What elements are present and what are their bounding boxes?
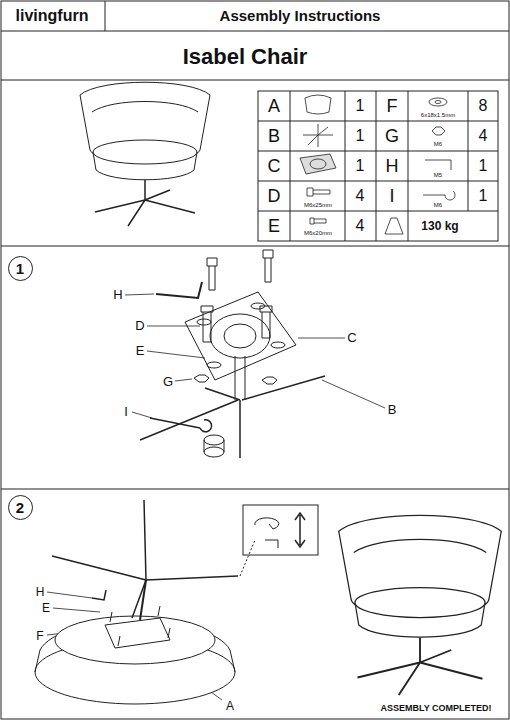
part-label: 1 <box>479 188 488 205</box>
part-label: A <box>268 97 280 116</box>
parts-table <box>258 91 498 241</box>
table-icons <box>300 95 455 234</box>
leader-lines <box>47 294 385 700</box>
part-label: 130 kg <box>421 220 458 233</box>
part-label: 1 <box>356 128 365 145</box>
part-label: E <box>136 344 145 358</box>
part-label: G <box>163 375 173 389</box>
part-label: ASSEMBLY COMPLETED! <box>380 704 491 713</box>
part-label: G <box>385 127 399 146</box>
part-label: M6x25mm <box>304 202 332 208</box>
part-label: A <box>226 700 234 713</box>
part-label: H <box>36 586 45 599</box>
part-label: Assembly Instructions <box>220 8 381 24</box>
step-number: 2 <box>16 499 24 516</box>
part-label: F <box>387 97 398 116</box>
part-label: 1 <box>356 158 365 175</box>
part-label: B <box>388 403 397 417</box>
part-label: E <box>268 217 280 236</box>
step-number: 1 <box>16 260 24 277</box>
chair-sketch <box>80 82 210 226</box>
part-label: D <box>268 187 281 206</box>
part-label: H <box>386 157 399 176</box>
rule <box>1 489 509 490</box>
part-label: M5 <box>434 172 442 178</box>
part-label: 4 <box>356 218 365 235</box>
part-label: C <box>268 157 281 176</box>
part-label: E <box>42 602 50 615</box>
part-label: B <box>268 127 280 146</box>
rule <box>105 1 106 31</box>
part-label: 1 <box>356 98 365 115</box>
part-label: 4 <box>356 188 365 205</box>
part-label: D <box>135 319 144 333</box>
part-label: 1 <box>479 158 488 175</box>
part-label: F <box>36 630 43 643</box>
part-label: C <box>347 331 356 345</box>
part-label: I <box>389 187 394 206</box>
rule <box>1 31 509 32</box>
step1-assembly <box>140 250 325 458</box>
part-label: 8 <box>479 98 488 115</box>
step-circle: 2 <box>8 495 33 520</box>
step2-assembly <box>35 500 318 704</box>
rule <box>1 246 509 247</box>
part-label: M6x20mm <box>304 230 332 236</box>
title: Isabel Chair <box>183 45 308 68</box>
finished-chair <box>339 515 502 695</box>
rule <box>1 80 509 81</box>
part-label: livingfurn <box>16 8 89 25</box>
part-label: 4 <box>479 128 488 145</box>
part-label: H <box>113 288 122 302</box>
part-label: M6 <box>434 202 442 208</box>
part-label: M6 <box>434 141 442 147</box>
part-label: I <box>124 405 128 419</box>
step-circle: 1 <box>8 256 33 281</box>
part-label: 6x18x1.5mm <box>421 112 455 118</box>
